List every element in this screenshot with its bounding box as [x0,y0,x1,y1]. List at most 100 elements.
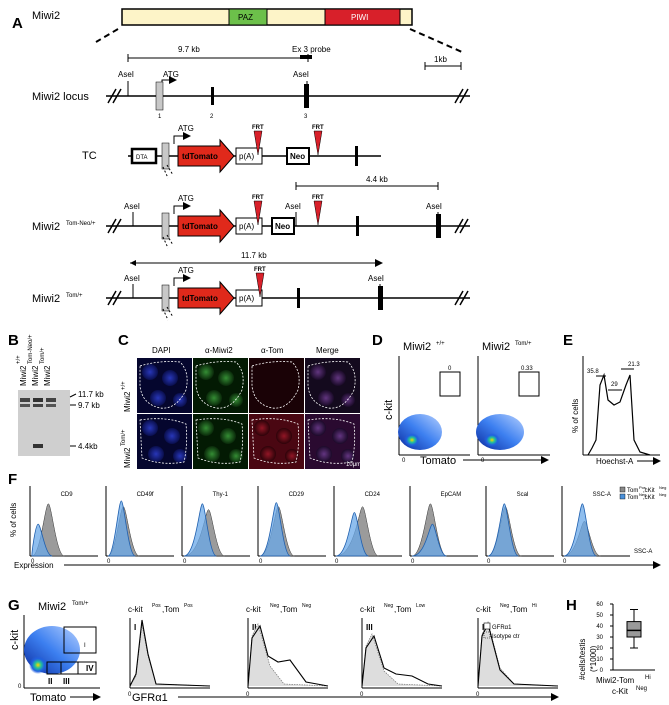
svg-text:,Tom: ,Tom [280,605,298,614]
isotype-curve [247,623,329,687]
protein-label: Miwi2 [32,10,60,22]
panel-c: C DAPI α-Miwi2 α-Tom Merge Miwi2 +/+ Miw… [118,332,361,469]
svg-text:Neg: Neg [500,603,509,609]
svg-text:AseI: AseI [426,202,442,211]
range-9-7kb-label: 9.7 kb [178,45,200,54]
panel-label-e: E [563,332,573,349]
svg-text:Neg: Neg [636,686,647,692]
row-label-tom: Miwi2 [123,447,132,468]
svg-text:Neg: Neg [659,485,666,490]
panel-label-c: C [118,332,129,349]
y-tick-label: 30 [596,635,603,641]
svg-text:2: 2 [210,114,214,120]
svg-text:AseI: AseI [368,274,384,283]
svg-text:AseI: AseI [124,202,140,211]
h-ylabel: #cells/testis [578,639,587,680]
svg-text:Hi: Hi [532,603,537,609]
svg-text:tdTomato: tdTomato [182,294,218,303]
gate-2 [518,371,540,397]
svg-text:c-kit: c-kit [360,605,375,614]
svg-text:11.7 kb: 11.7 kb [241,251,267,260]
exon3-box [304,84,309,108]
svg-text:0: 0 [487,559,491,565]
svg-text:,Tom: ,Tom [162,605,180,614]
svg-text:c-kit: c-kit [246,605,261,614]
svg-text:p(A): p(A) [239,152,254,161]
g-hxlabel: GFRα1 [132,692,168,704]
lane-label-2: Miwi2 [31,365,40,386]
svg-text:AseI: AseI [293,70,309,79]
series-tomneg [487,503,519,557]
svg-text:0: 0 [563,559,567,565]
svg-text:Neo: Neo [275,222,290,231]
panel-label-h: H [566,597,577,614]
marker-label: SSC-A [593,492,611,498]
svg-text:tdTomato: tdTomato [182,222,218,231]
dotplot-cloud-2 [476,414,524,450]
marker-label: CD9 [61,492,74,498]
gfra1-curve [361,634,443,687]
gate-i [63,626,97,654]
svg-text:,Tom: ,Tom [394,605,412,614]
svg-text:+/+: +/+ [16,355,22,364]
band-label-9-7: 9.7 kb [78,401,100,410]
panel-label-a: A [12,15,23,32]
h-xlabel2: c-Kit [612,687,629,696]
panel-d: D Miwi2 +/+ Miwi2 Tom/+ c-kit 0 0 0.33 0… [372,332,550,467]
svg-text:Tom/+: Tom/+ [121,429,127,446]
f-xlabel: Expression [14,561,54,570]
tom-image-wt [249,358,304,413]
dotplot-cloud-1 [398,414,442,450]
svg-text:Tom/+: Tom/+ [40,347,46,364]
plot1-title: Miwi2 [403,341,431,353]
allele-tomneo-label: Miwi2 [32,221,60,233]
paz-domain [228,8,268,26]
svg-text:0: 0 [411,559,415,565]
svg-text:0: 0 [476,692,480,698]
d-xlabel: Tomato [420,455,456,467]
svg-text:35.8: 35.8 [587,369,599,375]
allele-tom-label: Miwi2 [32,293,60,305]
scale-bar-label: 10μm [346,462,361,468]
svg-text:III: III [366,623,373,632]
d-ylabel: c-kit [383,400,395,420]
svg-text:0: 0 [18,684,22,690]
band-label-11-7: 11.7 kb [78,390,104,399]
dta-box [130,147,158,165]
svg-text:+/+: +/+ [121,381,127,390]
legend-tompos: Tom [627,488,638,494]
probe-box [300,55,312,59]
gfra1-curve [129,619,211,687]
svg-text:0: 0 [335,559,339,565]
svg-text:II: II [48,677,52,686]
gate-1-value: 0 [448,366,452,372]
series-tomneg [335,512,369,557]
marker-label: EpCAM [441,492,462,498]
svg-text:AseI: AseI [285,202,301,211]
legend-isotype: Isotype ctr [492,634,520,640]
svg-text:,cKit: ,cKit [643,495,655,501]
svg-text:III: III [63,677,70,686]
svg-text:29: 29 [611,382,618,388]
band-label-4-4: 4.4kb [78,442,98,451]
piwi-domain [324,8,401,26]
y-tick-label: 40 [596,624,603,630]
tdtomato-arrow [177,138,235,174]
y-tick-label: 10 [596,657,603,663]
svg-text:Tom/+: Tom/+ [72,601,89,607]
zoom-line-right [409,28,463,53]
svg-text:AseI: AseI [124,274,140,283]
svg-text:p(A): p(A) [239,294,254,303]
svg-text:Neg: Neg [659,492,666,497]
y-tick-label: 60 [596,602,603,608]
e-ylabel: % of cells [571,399,580,433]
svg-text:Tom/+: Tom/+ [66,293,83,299]
svg-text:21.3: 21.3 [628,362,640,368]
svg-text:0: 0 [246,692,250,698]
paz-label: PAZ [238,13,253,22]
svg-text:FRT: FRT [252,125,264,131]
svg-text:Pos: Pos [184,603,193,609]
svg-text:3: 3 [304,114,308,120]
